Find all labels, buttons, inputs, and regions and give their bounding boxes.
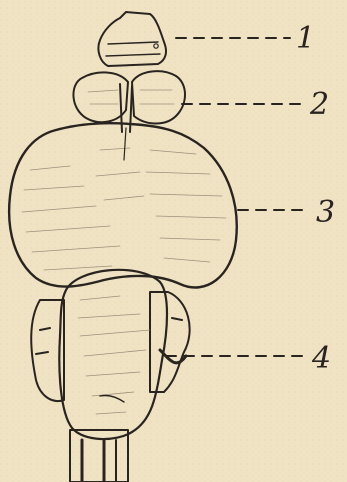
callout-label-1: 1: [296, 21, 315, 56]
callout-label-2: 2: [309, 87, 329, 122]
callout-label-4: 4: [311, 341, 331, 376]
callout-label-3: 3: [316, 195, 335, 230]
